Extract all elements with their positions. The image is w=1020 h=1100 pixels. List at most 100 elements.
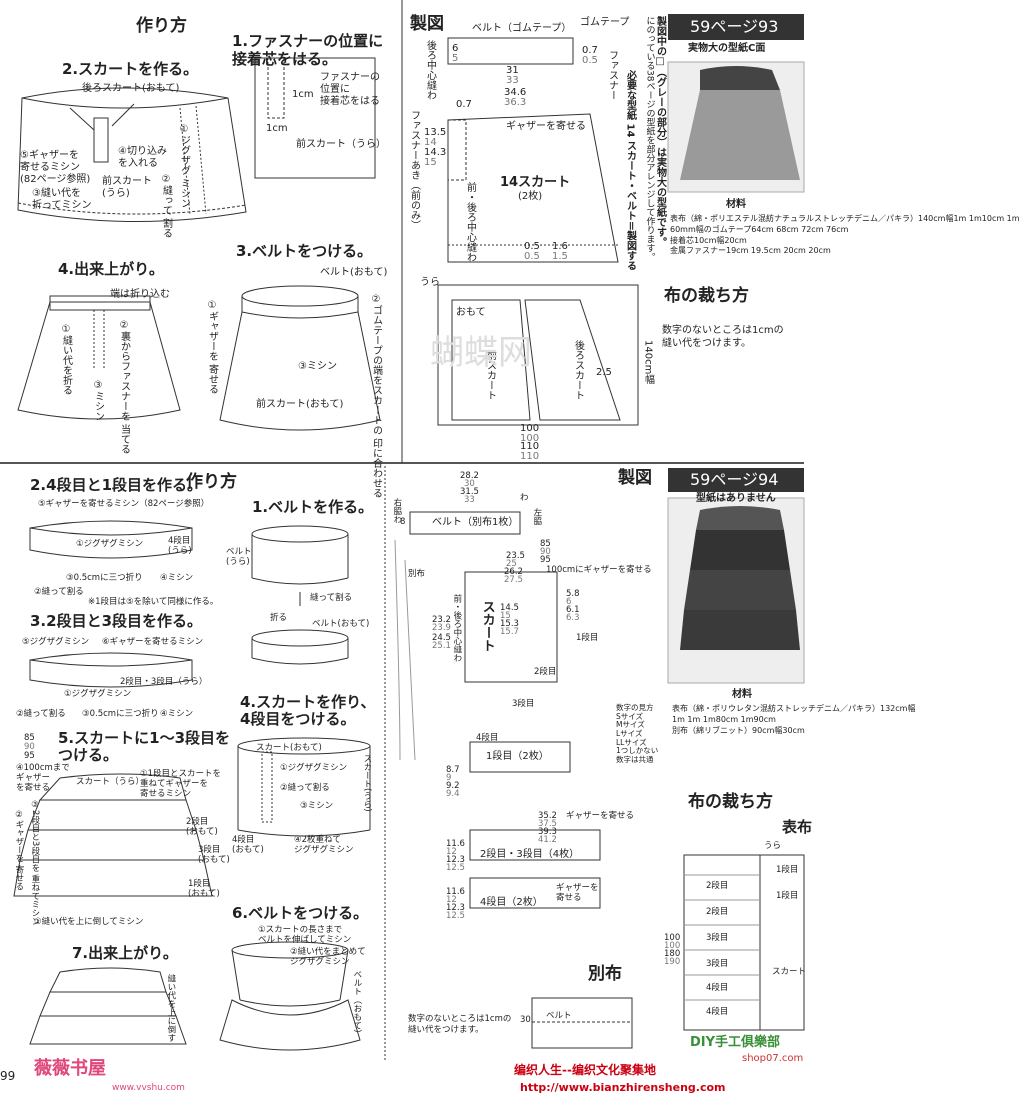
logo-right: DIY手工俱樂部: [690, 1035, 781, 1050]
top-step3: 3.ベルトをつける。: [236, 242, 373, 260]
bottom-betsu: 別布: [408, 569, 426, 579]
bottom-step5-c: ①1段目とスカートを 重ねてギャザーを 寄せるミシン: [140, 769, 222, 799]
bottom-step3-e: ②縫って割る: [16, 709, 66, 719]
bottom-right-ura: 右脇わ: [391, 498, 402, 524]
bottom-seizu: 製図: [618, 468, 652, 488]
top-step2-a: ⑤ギャザーを 寄せるミシン (82ページ参照): [20, 150, 91, 185]
bottom-cut-label-6: 1段目: [776, 865, 799, 875]
bottom-step5-h: 1段目 (おもて): [188, 879, 220, 899]
top-step1-cm: 1cm: [292, 89, 314, 100]
bottom-t1-left-3: 9.4: [446, 789, 460, 799]
bottom-skirt-mid-0: 14.5: [500, 603, 519, 613]
top-step3-belt: ベルト(おもて): [320, 267, 388, 278]
bottom-cut-num-1: 100: [664, 941, 681, 951]
bottom-step5-a: ④100cmまで ギャザー を寄せる: [16, 763, 70, 793]
bottom-step1-b: 折る: [270, 613, 288, 623]
logo-left: 薇薇书屋: [34, 1058, 106, 1079]
bottom-step3-g: ④ミシン: [160, 709, 194, 719]
bottom-step6-b: ②縫い代をまとめて ジグザグミシン: [290, 947, 366, 967]
top-pattern-note2: にのっている38ページの型紙を部分アレンジして作ります。: [644, 16, 655, 262]
bottom-step5-num-2: 95: [24, 751, 35, 761]
top-cut-back: 後ろスカート: [572, 340, 584, 400]
top-skirt-bottom-0: 0.5: [524, 241, 540, 252]
bottom-step5-num-0: 85: [24, 733, 35, 743]
bottom-t2-left-2: 12.3: [446, 855, 465, 865]
bottom-step3-a: ⑤ジグザグミシン: [22, 637, 90, 647]
bottom-step3-c: 2段目・3段目（うら）: [120, 677, 208, 687]
top-cut-num-0: 100: [520, 423, 540, 434]
bottom-nuno-ura: うら: [764, 841, 782, 851]
bottom-cut-label-7: 1段目: [776, 891, 799, 901]
top-page-badge: 59ページ93: [668, 14, 804, 40]
top-belt-num-2: 34.6: [504, 87, 527, 98]
bottom-t4-left-2: 12.3: [446, 903, 465, 913]
bottom-skirt-top-1: 25: [506, 559, 517, 569]
bottom-cut-label-2: 3段目: [706, 933, 729, 943]
top-nuno-note: 数字のないところは1cmの 縫い代をつけます。: [662, 325, 784, 349]
top-step3-c: ③ミシン: [298, 361, 337, 372]
bottom-t2-left-3: 12.5: [446, 863, 465, 873]
bottom-t1-left-0: 8.7: [446, 765, 460, 775]
bottom-page-badge: 59ページ94: [668, 468, 804, 492]
top-cut-25: 2.5: [596, 367, 612, 378]
bottom-tsukurikata: 作り方: [186, 472, 237, 492]
top-fastener-end: ファスナーあき（前のみ）: [408, 110, 420, 230]
bottom-t4-left-0: 11.6: [446, 887, 465, 897]
bottom-skirt-mid-1: 15: [500, 611, 511, 621]
bottom-skirt-left-2: 24.5: [432, 633, 451, 643]
bottom-step1-belt: ベルト (うら): [226, 547, 252, 567]
top-belt-num-3: 36.3: [504, 97, 527, 108]
top-back-center: 後ろ中心縫わ: [424, 40, 436, 100]
top-pattern-note: 製図中の□（グレーの部分）は実物大の型紙です。: [654, 16, 666, 247]
bottom-step5-g: 3段目 (おもて): [198, 845, 230, 865]
bottom-step2-d: ③0.5cmに三つ折り: [66, 573, 143, 583]
bottom-betsu-30: 30: [520, 1015, 531, 1025]
bottom-material-0: 表布（綿・ポリウレタン混紡ストレッチデニム／パキラ）132cm幅: [672, 704, 916, 713]
top-skirt-gather: ギャザーを寄せる: [506, 121, 586, 132]
bottom-page-badge-text: 59ページ94: [690, 470, 779, 489]
bottom-skirt-left-3: 25.1: [432, 641, 451, 651]
bottom-cut-label-1: 2段目: [706, 907, 729, 917]
bottom-t1-left-2: 9.2: [446, 781, 460, 791]
top-cut-width: 140cm幅: [642, 340, 654, 385]
top-step2-back: 後ろスカート(おもて): [82, 83, 180, 94]
bottom-belt-num-1: 30: [464, 479, 475, 489]
bottom-skirt-right-3: 6.3: [566, 613, 580, 623]
bottom-t2-top-3: 41.2: [538, 835, 557, 845]
bottom-left-ura: 左脇: [531, 508, 542, 525]
top-material-1: 60mm幅のゴムテープ64cm 68cm 72cm 76cm: [670, 224, 849, 234]
logo-right2: shop07.com: [742, 1053, 804, 1064]
bottom-t4-label: 4段目（2枚）: [480, 897, 543, 908]
bottom-step2-f: ②縫って割る: [34, 587, 84, 597]
bottom-step5-d: ②ギャザーを 寄せる: [13, 810, 24, 891]
bottom-step7-a: 縫い代を上に倒す: [165, 974, 176, 1042]
line-art-layer: [0, 0, 805, 1060]
top-belt-side-3: 0.5: [582, 55, 598, 66]
bottom-size-note: 数字の見方 Sサイズ Mサイズ Lサイズ LLサイズ 1つしかない 数字は共通: [616, 703, 659, 764]
bottom-skirt-mid-3: 15.7: [500, 627, 519, 637]
bottom-nuno-omote: 表布: [782, 818, 813, 836]
bottom-betsu-belt: ベルト: [546, 1011, 572, 1021]
bottom-step2-g: ※1段目は⑤を除いて同様に作る。: [88, 597, 219, 607]
bottom-belt-num-0: 28.2: [460, 471, 479, 481]
bottom-t2-top-0: 35.2: [538, 811, 557, 821]
bottom-step3-f: ③0.5cmに三つ折り: [82, 709, 159, 719]
bottom-tier3: 3段目: [512, 699, 535, 709]
bottom-skirt-mid-2: 15.3: [500, 619, 519, 629]
top-skirt-bottom-3: 1.5: [552, 251, 568, 262]
bottom-skirt-num-1: 90: [540, 547, 551, 557]
top-step2-f: ③縫い代を 折ってミシン: [32, 188, 92, 211]
bottom-t2-left-0: 11.6: [446, 839, 465, 849]
bottom-step1-c: ベルト(おもて): [312, 619, 370, 629]
bottom-nuno-title: 布の裁ち方: [688, 792, 773, 812]
url-left: www.vvshu.com: [112, 1083, 185, 1093]
top-belt-num-1: 33: [506, 75, 519, 86]
top-skirt-bottom-1: 1.6: [552, 241, 568, 252]
bottom-step4-c: ②縫って割る: [280, 783, 330, 793]
top-step1-back: 前スカート（うら）: [296, 139, 386, 150]
top-step1-cm2: 1cm: [266, 123, 288, 134]
watermark: 蝴蝶网: [430, 333, 532, 373]
bottom-step6-a: ①スカートの長さまで ベルトを伸ばしてミシン: [258, 925, 352, 945]
top-tsukurikata: 作り方: [136, 16, 187, 36]
bottom-t4-left-3: 12.5: [446, 911, 465, 921]
